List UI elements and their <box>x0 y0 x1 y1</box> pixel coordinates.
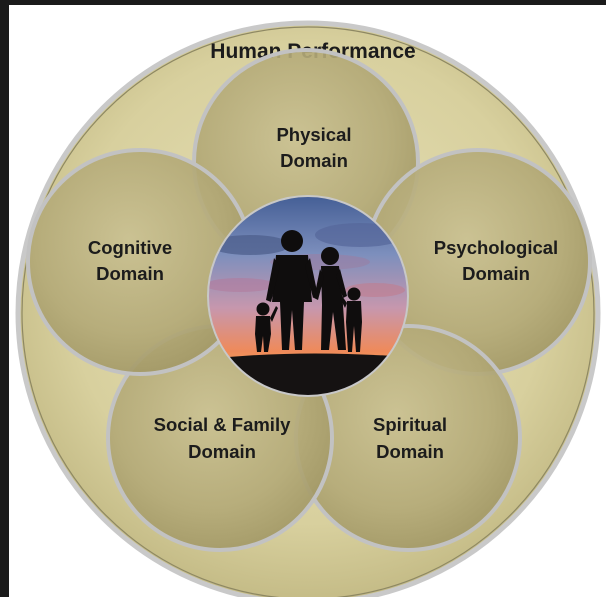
social-family-domain-label-line2: Domain <box>188 441 256 462</box>
psychological-domain-label-line1: Psychological <box>434 237 558 258</box>
psychological-domain-label-line2: Domain <box>462 263 530 284</box>
physical-domain-label-line2: Domain <box>280 150 348 171</box>
spiritual-domain-label-line2: Domain <box>376 441 444 462</box>
physical-domain-label-line1: Physical <box>276 124 351 145</box>
cognitive-domain-label-line2: Domain <box>96 263 164 284</box>
frame-border-top <box>0 0 606 5</box>
outer-circle-inner-rim <box>21 26 595 597</box>
social-family-domain-label-line1: Social & Family <box>154 414 291 435</box>
frame-border-left <box>0 0 9 597</box>
cognitive-domain-label-line1: Cognitive <box>88 237 172 258</box>
spiritual-domain-label-line1: Spiritual <box>373 414 447 435</box>
